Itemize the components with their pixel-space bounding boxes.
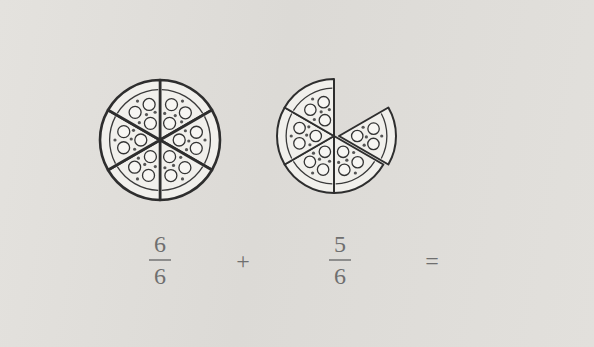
topping-dot	[328, 160, 331, 163]
pepperoni	[179, 162, 191, 174]
topping-dot	[163, 166, 166, 169]
slice-outline	[334, 136, 383, 193]
topping-dot	[365, 135, 368, 138]
pepperoni	[164, 151, 176, 163]
pepperoni	[164, 117, 176, 129]
denominator: 6	[154, 263, 166, 289]
pepperoni	[190, 126, 202, 138]
topping-dot	[185, 148, 188, 151]
pepperoni	[310, 130, 321, 141]
topping-dot	[308, 143, 311, 146]
pepperoni	[317, 164, 328, 175]
pepperoni	[143, 169, 155, 181]
numerator: 6	[154, 231, 166, 257]
pepperoni	[118, 126, 130, 138]
topping-dot	[138, 121, 141, 124]
pizza-slice	[285, 79, 334, 136]
topping-dot	[174, 114, 177, 117]
topping-dot	[312, 152, 315, 155]
topping-dot	[136, 177, 139, 180]
pepperoni	[129, 106, 141, 118]
topping-dot	[307, 125, 310, 128]
topping-dot	[180, 120, 183, 123]
topping-dot	[313, 118, 316, 121]
pepperoni	[368, 138, 379, 149]
pepperoni	[144, 151, 156, 163]
pepperoni	[319, 115, 330, 126]
topping-dot	[354, 171, 357, 174]
pepperoni	[339, 164, 350, 175]
pepperoni	[190, 142, 202, 154]
topping-dot	[362, 126, 365, 129]
topping-dot	[181, 99, 184, 102]
topping-dot	[352, 151, 355, 154]
pepperoni	[352, 157, 363, 168]
pepperoni	[165, 99, 177, 111]
slice-outline	[160, 140, 212, 200]
topping-dot	[143, 163, 146, 166]
topping-dot	[172, 164, 175, 167]
topping-dot	[311, 97, 314, 100]
topping-dot	[290, 134, 293, 137]
topping-dot	[328, 108, 331, 111]
topping-dot	[320, 110, 323, 113]
pepperoni	[179, 107, 191, 119]
pepperoni	[304, 156, 315, 167]
pepperoni	[352, 130, 363, 141]
topping-dot	[181, 177, 184, 180]
topping-dot	[187, 139, 190, 142]
topping-dot	[337, 161, 340, 164]
topping-dot	[133, 148, 136, 151]
numerator: 5	[334, 231, 346, 257]
pepperoni	[294, 122, 305, 133]
pepperoni	[144, 117, 156, 129]
pizza-slice	[160, 140, 212, 200]
pepperoni	[305, 104, 316, 115]
topping-dot	[305, 133, 308, 136]
pepperoni	[135, 134, 147, 146]
pepperoni	[173, 134, 185, 146]
pepperoni	[143, 98, 155, 110]
topping-dot	[184, 129, 187, 132]
topping-dot	[363, 144, 366, 147]
topping-dot	[113, 138, 116, 141]
topping-dot	[203, 138, 206, 141]
pepperoni	[165, 170, 177, 182]
topping-dot	[311, 171, 314, 174]
pepperoni	[368, 123, 379, 134]
topping-dot	[154, 165, 157, 168]
topping-dot	[136, 99, 139, 102]
topping-dot	[132, 129, 135, 132]
pepperoni	[318, 97, 329, 108]
denominator: 6	[334, 263, 346, 289]
topping-dot	[380, 134, 383, 137]
topping-dot	[163, 112, 166, 115]
pepperoni	[118, 142, 130, 154]
topping-dot	[179, 156, 182, 159]
slice-outline	[108, 80, 160, 140]
pizza-slice	[108, 80, 160, 140]
pizza-slice	[334, 136, 383, 193]
plus-sign: +	[236, 248, 250, 274]
pepperoni	[337, 146, 348, 157]
topping-dot	[318, 158, 321, 161]
equals-sign: =	[425, 248, 439, 274]
fraction-bar	[329, 259, 351, 261]
topping-dot	[145, 113, 148, 116]
fraction-bar	[149, 259, 171, 261]
slice-outline	[285, 79, 334, 136]
pepperoni	[319, 146, 330, 157]
pepperoni	[129, 161, 141, 173]
topping-dot	[130, 137, 133, 140]
topping-dot	[345, 159, 348, 162]
topping-dot	[154, 111, 157, 114]
topping-dot	[137, 157, 140, 160]
pepperoni	[294, 138, 305, 149]
